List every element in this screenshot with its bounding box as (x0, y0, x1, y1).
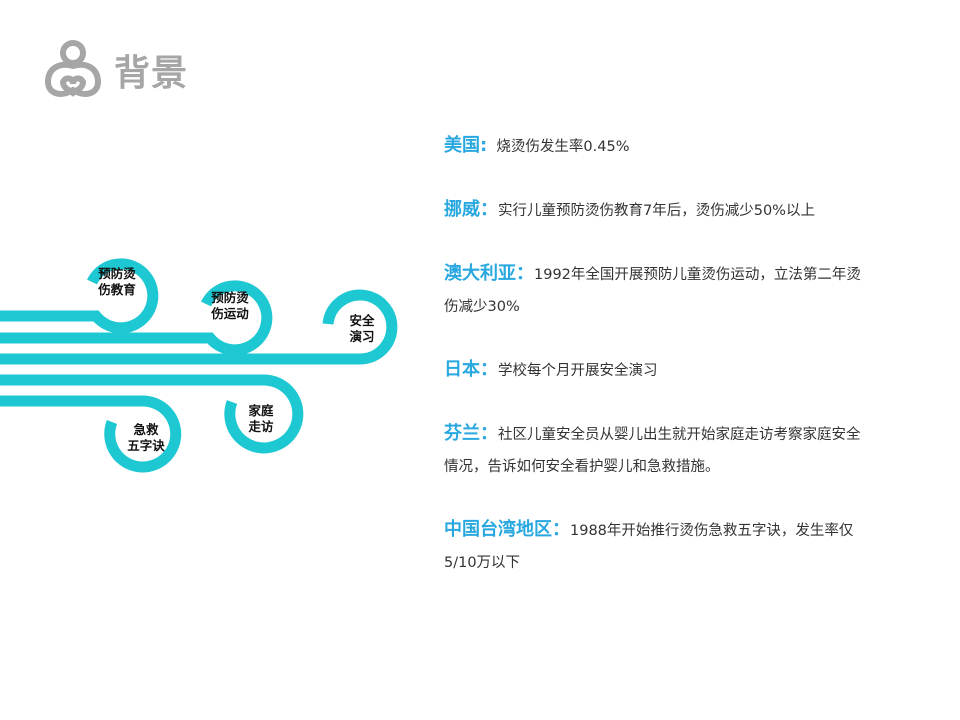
list-item: 挪威：实行儿童预防烫伤教育7年后，烫伤减少50%以上 (444, 194, 864, 227)
list-item: 芬兰：社区儿童安全员从婴儿出生就开始家庭走访考察家庭安全情况，告诉如何安全看护婴… (444, 418, 864, 483)
country-name: 日本： (444, 359, 498, 380)
node-first-aid-five-words: 急救 五字诀 (127, 422, 165, 453)
country-name: 中国台湾地区： (444, 519, 570, 540)
node-burn-prevention-education: 预防烫 伤教育 (98, 266, 136, 297)
country-name: 芬兰： (444, 423, 498, 444)
country-name: 美国: (444, 135, 488, 156)
entry-text: 烧烫伤发生率0.45% (487, 139, 630, 155)
people-heart-logo-icon (44, 40, 102, 97)
entry-text: 1992年全国开展预防儿童烫伤运动，立法第二年烫伤减少30% (444, 267, 861, 315)
node-safety-drill: 安全 演习 (349, 313, 375, 344)
list-item: 美国: 烧烫伤发生率0.45% (444, 130, 864, 163)
entry-text: 1988年开始推行烫伤急救五字诀，发生率仅5/10万以下 (444, 523, 854, 571)
country-name: 挪威： (444, 199, 498, 220)
flow-lines-graphic (0, 258, 398, 473)
prevention-measures-diagram: 预防烫 伤教育 预防烫 伤运动 安全 演习 家庭 走访 急救 五字诀 (0, 220, 420, 500)
node-home-visit: 家庭 走访 (248, 403, 274, 434)
entry-text: 社区儿童安全员从婴儿出生就开始家庭走访考察家庭安全情况，告诉如何安全看护婴儿和急… (444, 427, 861, 475)
page-title: 背景 (114, 53, 189, 94)
country-name: 澳大利亚： (444, 263, 534, 284)
node-burn-prevention-campaign: 预防烫 伤运动 (211, 290, 249, 321)
list-item: 日本：学校每个月开展安全演习 (444, 354, 864, 387)
entry-text: 实行儿童预防烫伤教育7年后，烫伤减少50%以上 (498, 203, 815, 219)
header: 背景 (42, 38, 188, 102)
list-item: 澳大利亚：1992年全国开展预防儿童烫伤运动，立法第二年烫伤减少30% (444, 258, 864, 323)
entry-text: 学校每个月开展安全演习 (498, 363, 658, 379)
list-item: 中国台湾地区：1988年开始推行烫伤急救五字诀，发生率仅5/10万以下 (444, 514, 864, 579)
